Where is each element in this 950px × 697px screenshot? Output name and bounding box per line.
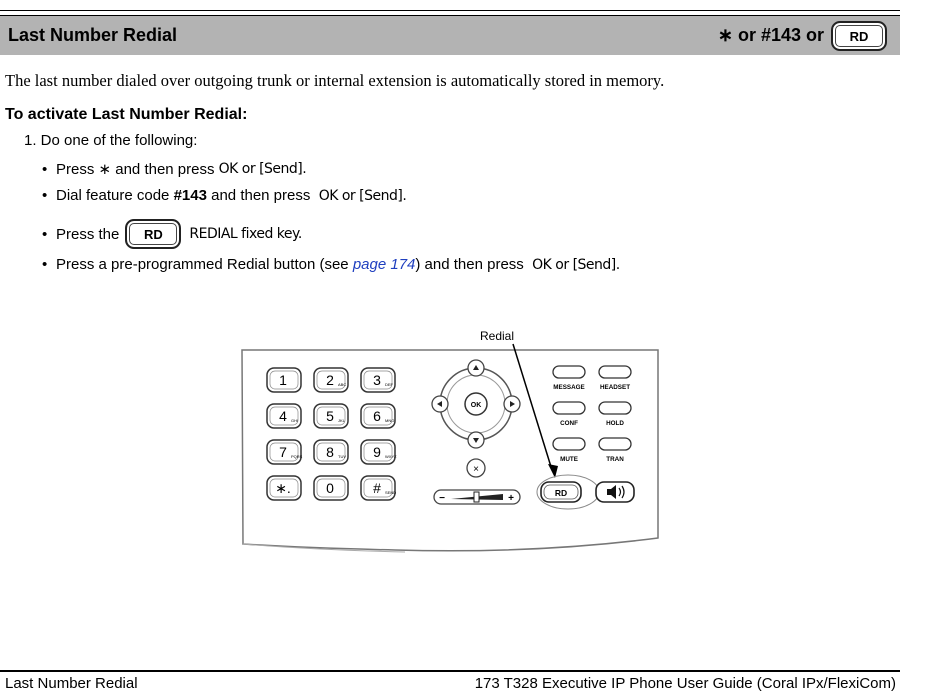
keypad-digit: ∗. <box>275 480 291 496</box>
step-1: 1. Do one of the following: <box>24 132 198 149</box>
bullet-1-ok: OK or [Send]. <box>218 161 307 177</box>
bullet-2-text: Dial feature code <box>56 187 170 204</box>
keypad-letters: GHI <box>291 418 298 423</box>
procedure-heading: To activate Last Number Redial: <box>5 106 248 123</box>
svg-text:RD: RD <box>555 488 567 498</box>
bullet-3-post: REDIAL fixed key. <box>189 226 302 242</box>
bullet-3: • Press the RD REDIAL fixed key. <box>42 218 302 250</box>
bullet-4-ok: OK or [Send]. <box>532 256 620 273</box>
function-key-label: TRAN <box>606 456 624 463</box>
keypad-digit: 2 <box>326 372 334 388</box>
bullet-4-text: Press a pre-programmed Redial button (se… <box>56 256 349 273</box>
function-key-label: CONF <box>560 420 578 427</box>
page-174-link[interactable]: page 174 <box>352 256 416 273</box>
function-key: TRAN <box>598 437 632 463</box>
keypad-digit: 5 <box>326 408 334 424</box>
feature-code: ∗ or #143 or <box>717 25 824 45</box>
keypad-letters: DEF <box>385 382 394 387</box>
function-key: MESSAGE <box>552 365 586 391</box>
top-rule <box>0 10 900 11</box>
volume-slider: − + <box>433 489 521 505</box>
keypad-digit: 7 <box>279 444 287 460</box>
bullet-2: • Dial feature code #143 and then press … <box>42 187 407 204</box>
footer-rule <box>0 670 900 672</box>
function-key: HEADSET <box>598 365 632 391</box>
keypad-letters: WXYZ <box>385 454 397 459</box>
function-keys: MESSAGE HEADSET CONF HOLD MUTE TRAN <box>552 365 632 463</box>
keypad-digit: 9 <box>373 444 381 460</box>
keypad-digit: 0 <box>326 480 334 496</box>
keypad-digit: 1 <box>279 372 287 388</box>
function-key: HOLD <box>598 401 632 427</box>
footer-page-info: 173 T328 Executive IP Phone User Guide (… <box>474 675 896 692</box>
ok-button <box>464 392 488 416</box>
navigation-cluster: OK × <box>431 359 521 478</box>
keypad-key: # SEND <box>360 475 396 501</box>
section-title: Last Number Redial <box>8 25 178 45</box>
keypad-key: ∗. <box>266 475 302 501</box>
keypad-digit: 4 <box>279 408 287 424</box>
function-key-label: MESSAGE <box>553 384 585 391</box>
callout-arrow-line <box>512 343 553 471</box>
bullet-2-ok: OK or [Send]. <box>318 187 407 204</box>
svg-text:×: × <box>473 464 479 475</box>
function-key-label: HEADSET <box>600 384 630 391</box>
keypad-letters: ABC <box>338 382 346 387</box>
keypad-letters: PQRS <box>291 454 303 459</box>
bullet-dot: • <box>42 160 48 178</box>
keypad-digit: 8 <box>326 444 334 460</box>
keypad-key: 1 <box>266 367 302 393</box>
svg-text:+: + <box>508 493 514 504</box>
svg-text:−: − <box>439 493 445 504</box>
bullet-dot: • <box>42 256 48 273</box>
bullet-dot: • <box>42 187 48 204</box>
bullet-1-text: Press ∗ and then press <box>56 161 215 178</box>
keypad-letters: TUV <box>338 454 346 459</box>
bullet-1: • Press ∗ and then press OK or [Send]. <box>42 160 307 179</box>
bullet-dot: • <box>42 225 48 243</box>
function-key: CONF <box>552 401 586 427</box>
bullet-2-mid: and then press <box>211 187 311 204</box>
keypad-digit: # <box>373 480 381 496</box>
svg-text:OK: OK <box>471 402 482 409</box>
section-header: Last Number Redial ∗ or #143 or RD <box>0 15 900 55</box>
speaker-icon <box>595 481 635 503</box>
rd-key-label: RD <box>143 226 163 242</box>
intro-paragraph: The last number dialed over outgoing tru… <box>5 71 665 90</box>
function-key: MUTE <box>552 437 586 463</box>
rd-redial-key: RD <box>540 481 582 503</box>
footer-section-name: Last Number Redial <box>5 675 138 692</box>
keypad-letters: JKL <box>338 418 346 423</box>
bullet-4-mid: ) and then press <box>415 256 524 273</box>
redial-callout: Redial <box>480 329 514 343</box>
rd-key-label: RD <box>849 28 869 44</box>
keypad-digit: 6 <box>373 408 381 424</box>
function-key-label: HOLD <box>606 420 624 427</box>
function-key-label: MUTE <box>560 456 578 463</box>
bullet-4: • Press a pre-programmed Redial button (… <box>42 256 620 273</box>
bullet-2-code: #143 <box>173 187 207 204</box>
rd-key-icon: RD <box>831 21 887 51</box>
bullet-3-text: Press the <box>56 225 120 243</box>
keypad-key: 0 <box>313 475 349 501</box>
callout-arrowhead <box>548 464 558 478</box>
keypad-letters: MNO <box>385 418 394 423</box>
keypad-digit: 3 <box>373 372 381 388</box>
cancel-button <box>466 458 486 478</box>
rd-key-icon: RD <box>125 219 182 249</box>
keypad-letters: SEND <box>385 490 396 495</box>
